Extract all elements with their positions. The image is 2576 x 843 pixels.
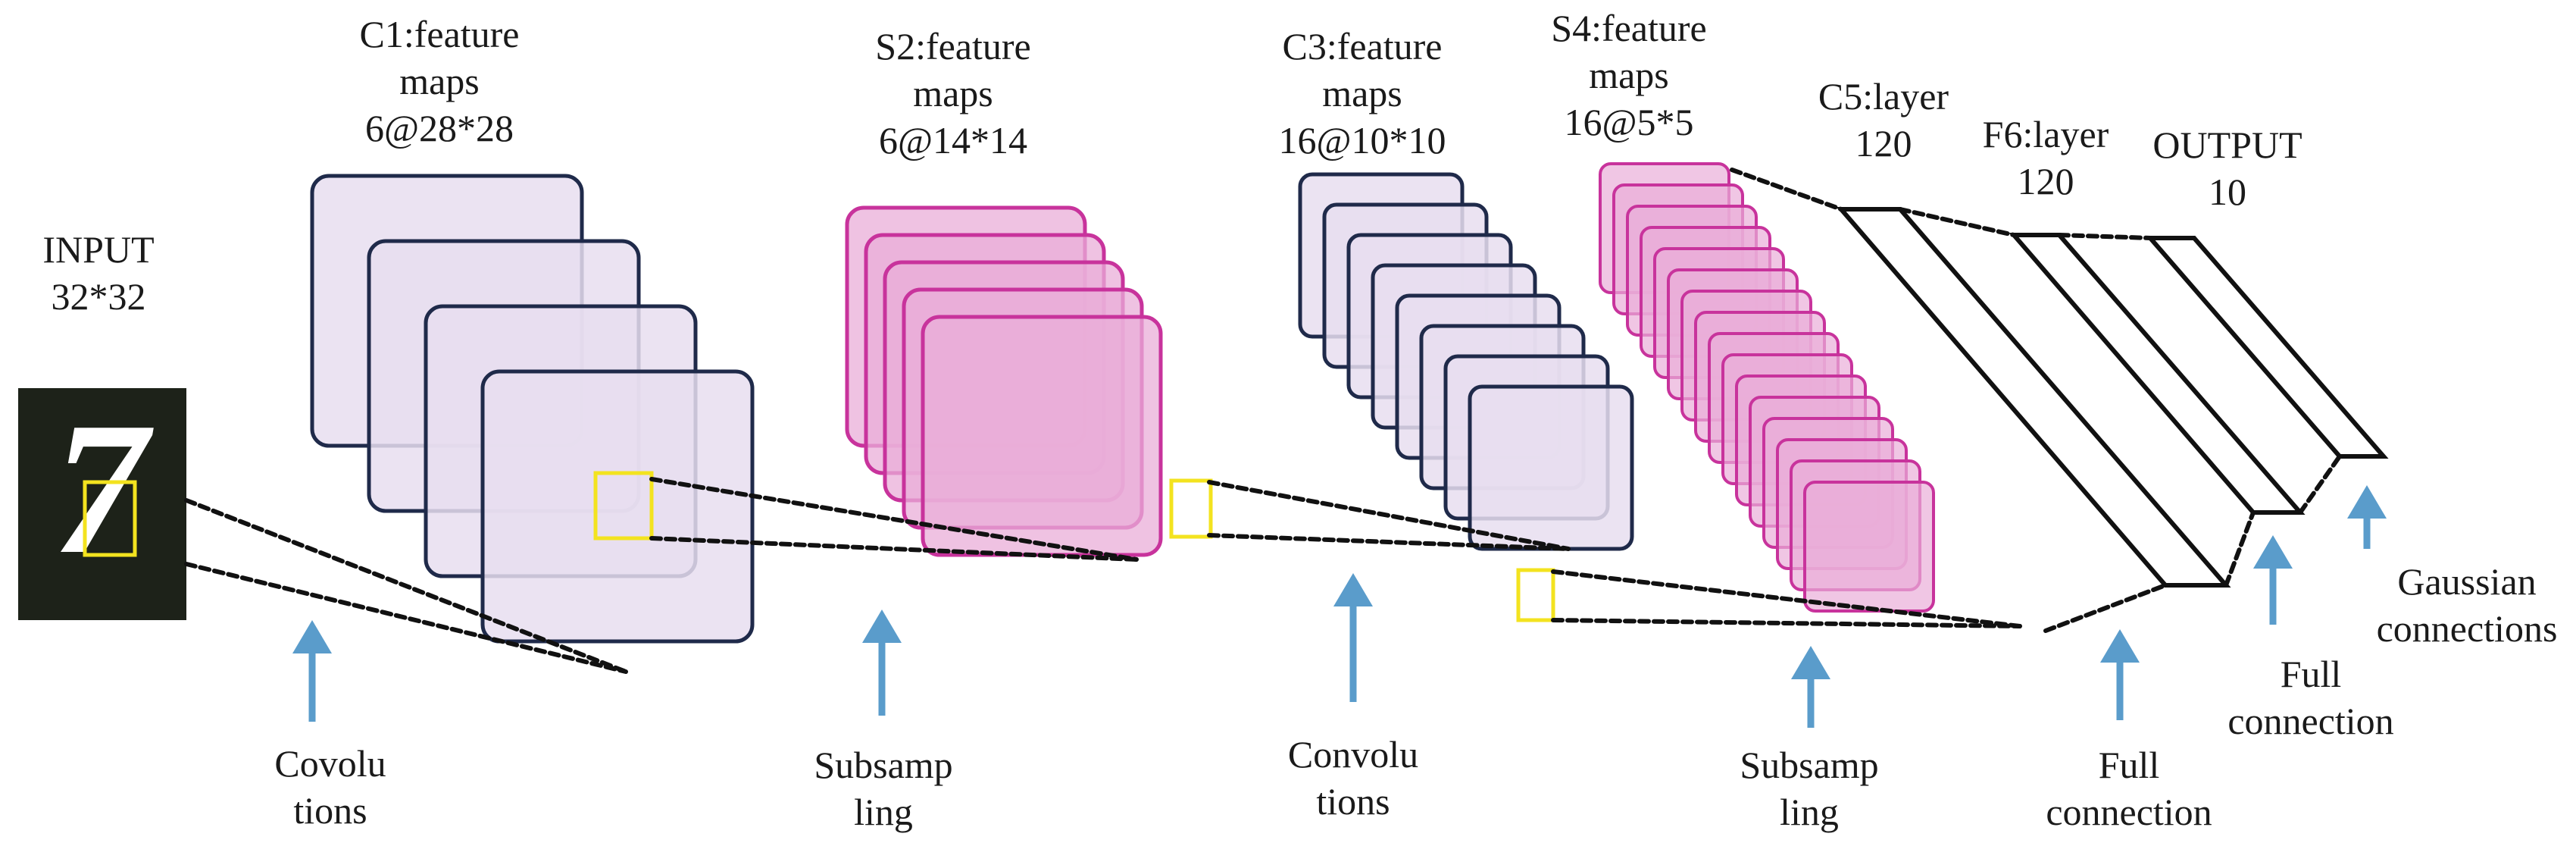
op-subsampling-2-line-2: ling xyxy=(1780,791,1839,833)
connection-line-2 xyxy=(184,562,628,674)
up-arrow-6 xyxy=(2253,535,2293,625)
layer-s2-line-2: maps xyxy=(913,72,993,114)
op-gaussian-connections-line-1: Gaussian xyxy=(2397,560,2537,603)
layer-f6-line-1: F6:layer xyxy=(1982,113,2109,155)
connection-line-6 xyxy=(1207,533,1571,551)
connection-line-14 xyxy=(2298,454,2342,515)
up-arrow-5 xyxy=(2100,629,2140,720)
op-full-connection-2-line-1: Full xyxy=(2280,653,2342,695)
arrow-head xyxy=(1791,646,1830,679)
layer-s2-line-1: S2:feature xyxy=(875,25,1031,67)
c1-receptive-field xyxy=(593,471,654,541)
layer-output-line-2: 10 xyxy=(2209,171,2246,213)
op-gaussian-connections-line-2: connections xyxy=(2376,607,2558,650)
layer-c3-line-1: C3:feature xyxy=(1282,25,1443,67)
op-convolutions-2-line-1: Convolu xyxy=(1287,733,1419,776)
layer-c5-line-1: C5:layer xyxy=(1818,75,1949,118)
f6-layer xyxy=(2009,233,2306,515)
arrow-head xyxy=(2100,629,2140,663)
up-arrow-7 xyxy=(2347,485,2387,549)
layer-c3-line-3: 16@10*10 xyxy=(1278,119,1446,161)
connection-line-12 xyxy=(2224,510,2256,588)
connection-line-3 xyxy=(649,477,1139,562)
input-digit: 7 xyxy=(53,384,155,594)
c3-map-8 xyxy=(1468,384,1634,551)
arrow-head xyxy=(2253,535,2293,569)
arrow-head xyxy=(2347,485,2387,519)
layer-label-c3: C3:feature maps 16@10*10 xyxy=(1278,23,1446,164)
input-title: INPUT xyxy=(42,228,155,271)
arrow-head xyxy=(862,610,902,643)
input-image xyxy=(18,388,186,620)
layer-label-s2: S2:feature maps 6@14*14 xyxy=(875,23,1030,164)
layer-label-output: OUTPUT 10 xyxy=(2152,121,2302,215)
op-full-connection-1-line-2: connection xyxy=(2046,791,2212,833)
arrow-head xyxy=(292,620,332,653)
layer-c3-line-2: maps xyxy=(1322,72,1402,114)
op-label-full-connection-1: Full connection xyxy=(2046,741,2212,835)
connection-line-13 xyxy=(2057,233,2152,240)
layer-output-line-1: OUTPUT xyxy=(2152,124,2302,166)
op-label-convolutions-2: Convolu tions xyxy=(1288,731,1418,825)
op-label-gaussian-connections: Gaussian connections xyxy=(2377,558,2558,652)
connection-line-1 xyxy=(184,498,628,674)
layer-c1-line-2: maps xyxy=(399,60,480,102)
op-label-convolutions-1: Covolu tions xyxy=(274,740,386,834)
s2-receptive-field xyxy=(1169,478,1213,539)
input-receptive-field xyxy=(83,480,137,557)
layer-s2-line-3: 6@14*14 xyxy=(878,119,1028,161)
op-full-connection-2-line-2: connection xyxy=(2227,700,2394,742)
layer-f6-line-2: 120 xyxy=(2017,160,2074,202)
connection-line-10 xyxy=(2043,583,2168,633)
connection-line-7 xyxy=(1551,569,2022,628)
output-layer xyxy=(2145,236,2389,459)
layer-c5-line-2: 120 xyxy=(1855,122,1912,165)
up-arrow-4 xyxy=(1791,646,1830,728)
op-subsampling-1-line-1: Subsamp xyxy=(814,744,953,786)
op-full-connection-1-line-1: Full xyxy=(2098,744,2160,786)
layer-label-c1: C1:feature maps 6@28*28 xyxy=(359,11,519,152)
up-arrow-3 xyxy=(1333,573,1373,702)
s2-map-5 xyxy=(921,315,1163,557)
input-label: INPUT 32*32 xyxy=(42,226,154,320)
connection-line-8 xyxy=(1551,618,2022,628)
op-subsampling-2-line-1: Subsamp xyxy=(1740,744,1879,786)
op-label-subsampling-1: Subsamp ling xyxy=(814,741,952,835)
up-arrow-2 xyxy=(862,610,902,716)
s4-map-16 xyxy=(1803,481,1935,613)
op-label-full-connection-2: Full connection xyxy=(2227,650,2393,744)
op-convolutions-1-line-2: tions xyxy=(293,789,367,832)
op-convolutions-1-line-1: Covolu xyxy=(274,742,386,785)
layer-s4-line-3: 16@5*5 xyxy=(1564,101,1694,143)
connection-line-11 xyxy=(1898,207,2016,237)
layer-label-s4: S4:feature maps 16@5*5 xyxy=(1551,5,1706,146)
c1-map-4 xyxy=(480,369,755,644)
layer-s4-line-1: S4:feature xyxy=(1551,7,1707,49)
arrow-head xyxy=(1333,573,1373,606)
op-convolutions-2-line-2: tions xyxy=(1316,780,1390,823)
layer-c1-line-1: C1:feature xyxy=(359,13,520,55)
layer-s4-line-2: maps xyxy=(1589,54,1669,96)
op-subsampling-1-line-2: ling xyxy=(854,791,913,833)
connection-line-5 xyxy=(1207,480,1571,551)
connection-line-9 xyxy=(1730,168,1843,212)
input-size: 32*32 xyxy=(51,275,146,318)
layer-label-c5: C5:layer 120 xyxy=(1818,73,1949,167)
c3-receptive-field xyxy=(1516,568,1555,622)
connection-line-4 xyxy=(649,536,1139,562)
up-arrow-1 xyxy=(292,620,332,722)
layer-c1-line-3: 6@28*28 xyxy=(364,107,514,149)
op-label-subsampling-2: Subsamp ling xyxy=(1740,741,1878,835)
layer-label-f6: F6:layer 120 xyxy=(1983,111,2109,205)
